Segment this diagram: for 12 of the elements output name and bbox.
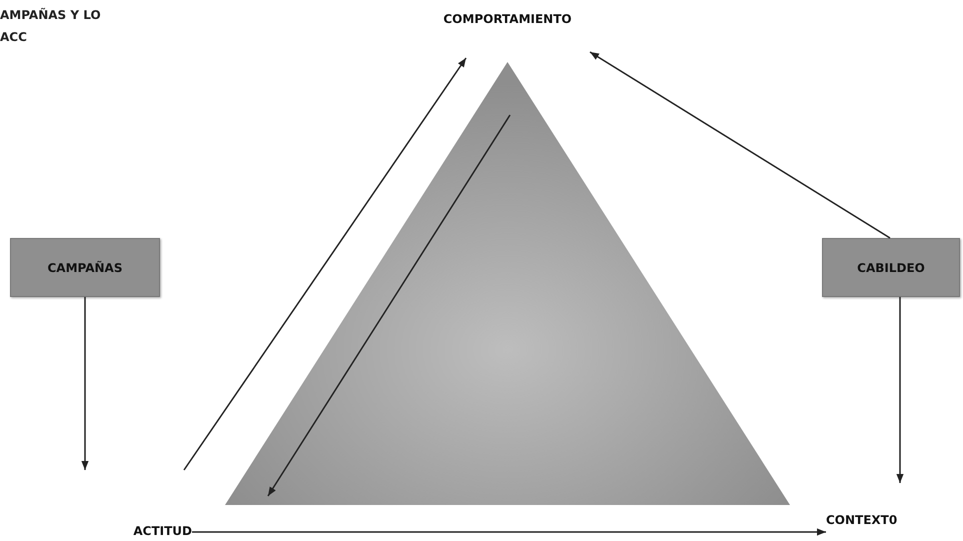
process-box: CABILDEO [822, 238, 960, 297]
arrow [81, 297, 89, 470]
arrow [896, 297, 904, 483]
node-label: COMPORTAMIENTO [425, 12, 590, 58]
node-label: ACTITUD [80, 470, 192, 540]
arrow [183, 58, 467, 470]
process-box: CAMPAÑAS [10, 238, 160, 297]
title-text: AMPAÑAS Y LO ACC [0, 6, 102, 46]
triangle-shape [225, 62, 790, 505]
arrow [590, 51, 890, 239]
arrow [192, 528, 826, 536]
node-label: CONTEXT0 [826, 483, 906, 535]
